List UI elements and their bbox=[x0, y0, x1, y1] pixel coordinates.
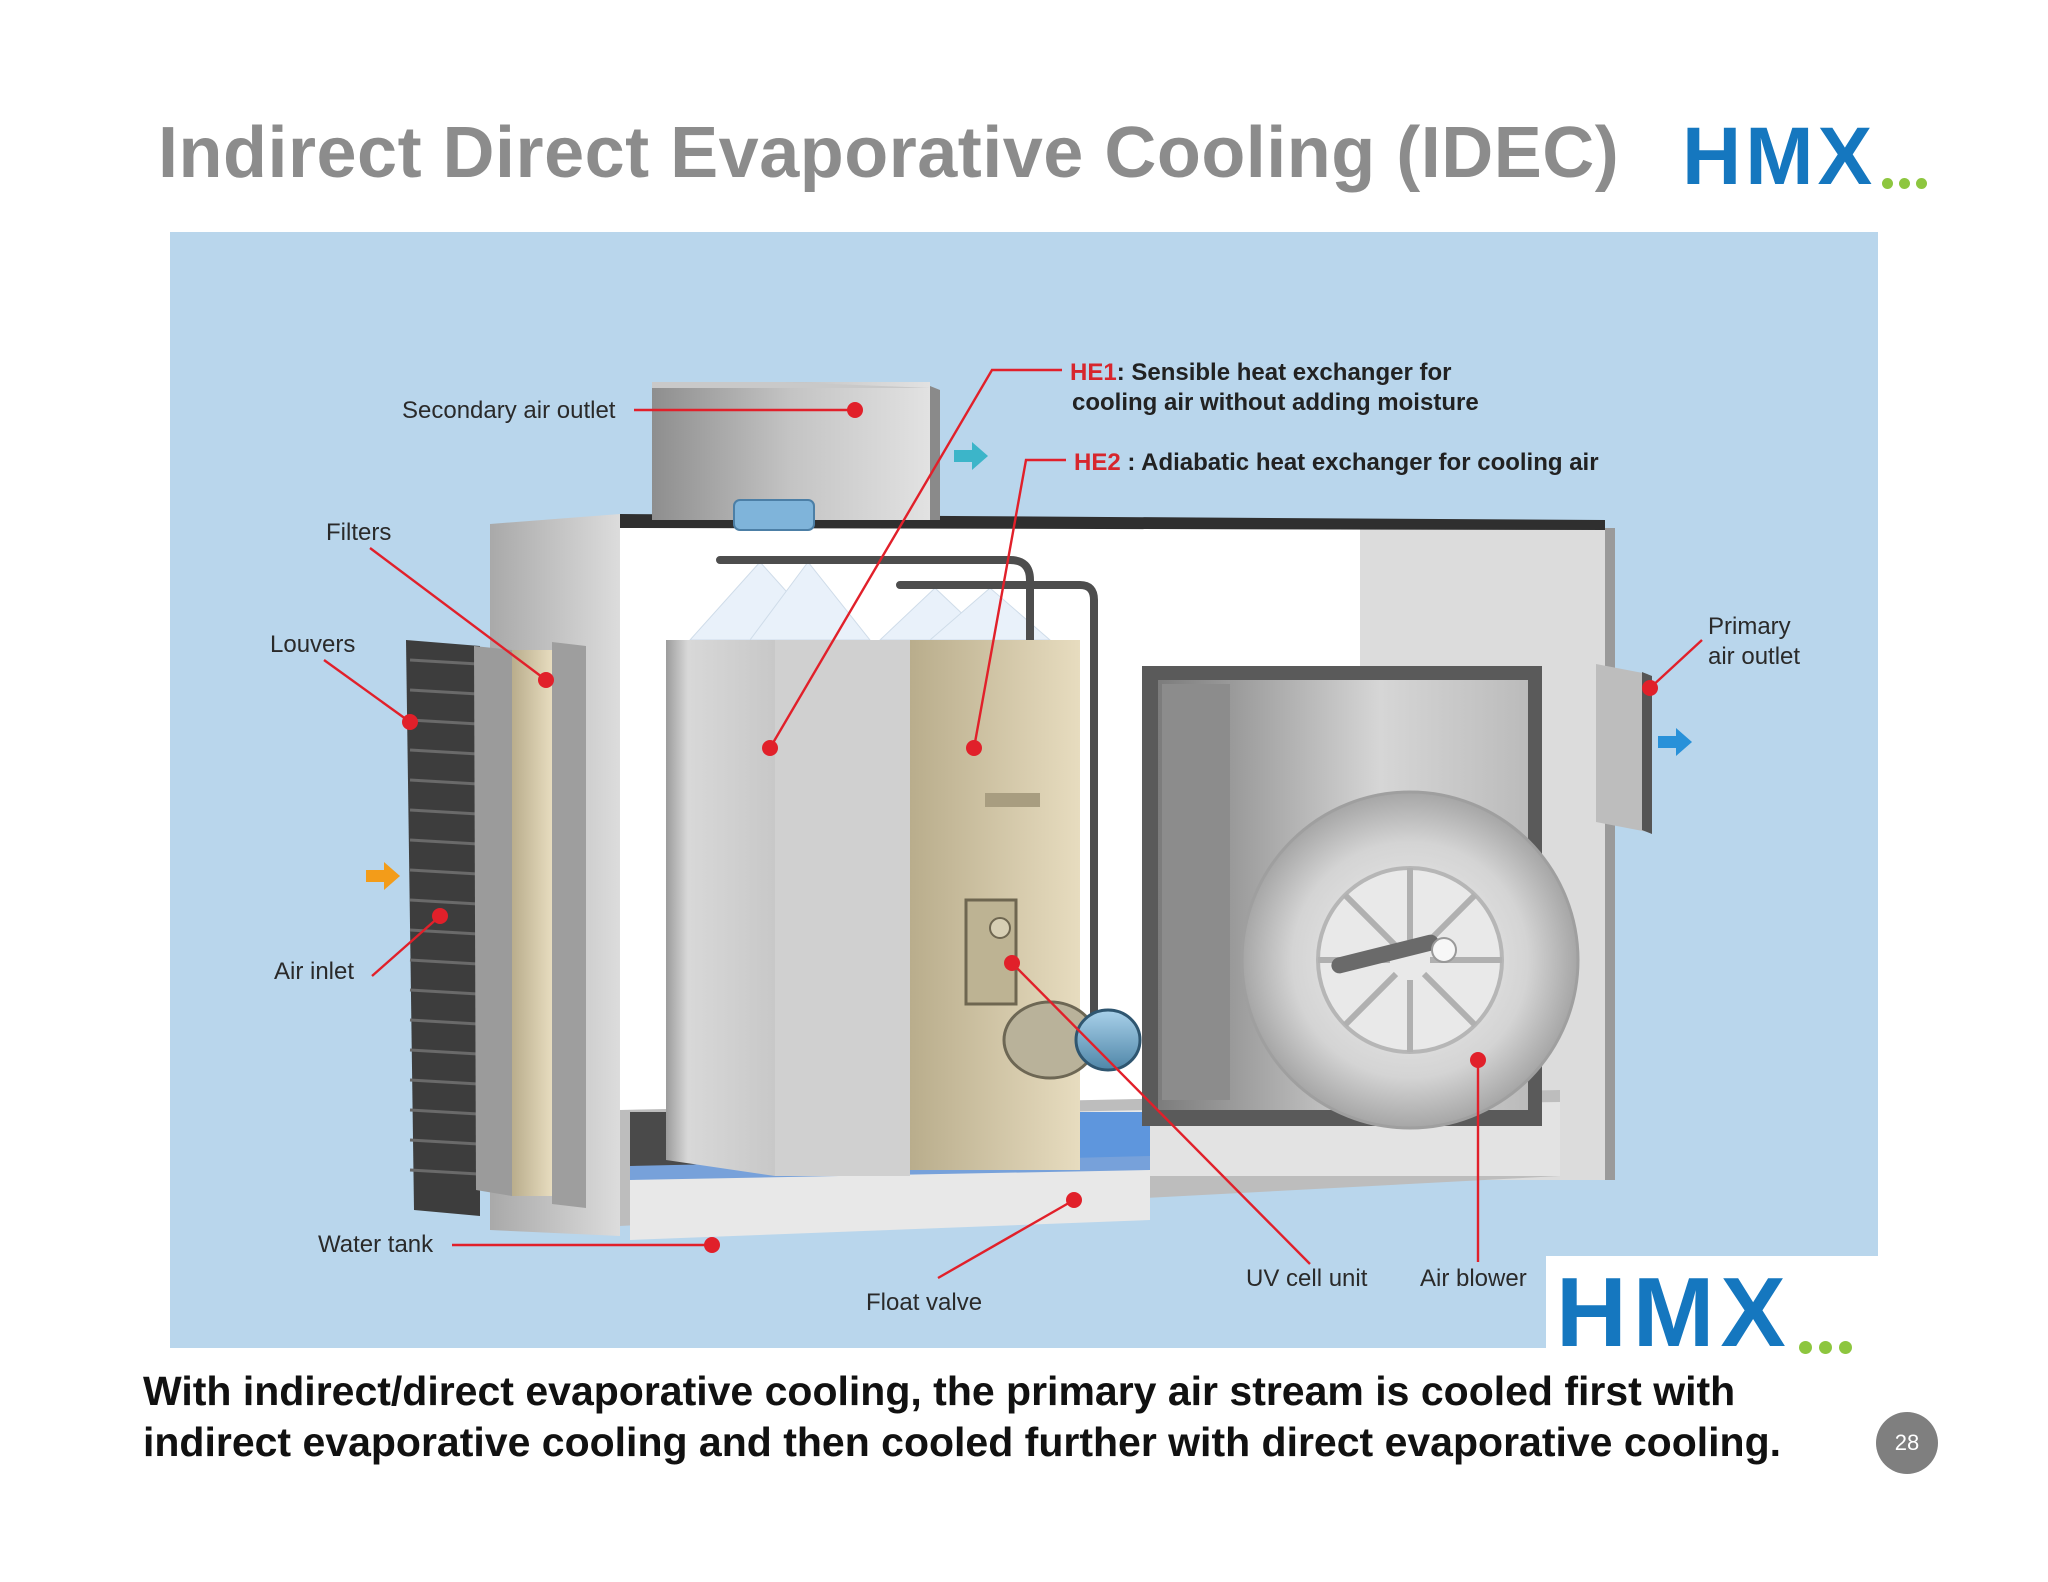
label-he1-line2: cooling air without adding moisture bbox=[1072, 389, 1479, 416]
label-air-inlet: Air inlet bbox=[274, 958, 354, 985]
logo-dots-icon bbox=[1876, 115, 1928, 209]
he1-desc-1: : Sensible heat exchanger for bbox=[1117, 359, 1452, 386]
logo-text: HMX bbox=[1682, 111, 1877, 202]
cyan-arrow-icon bbox=[954, 442, 988, 470]
water-pipes bbox=[716, 556, 1098, 1044]
he2-adiabatic-heat-exchanger bbox=[910, 640, 1080, 1170]
label-filters: Filters bbox=[326, 519, 391, 546]
label-louvers: Louvers bbox=[270, 631, 355, 658]
orange-arrow-icon bbox=[366, 862, 400, 890]
label-he2: HE2 : Adiabatic heat exchanger for cooli… bbox=[1074, 449, 1599, 476]
slide-title: Indirect Direct Evaporative Cooling (IDE… bbox=[158, 113, 1620, 193]
blue-arrow-icon bbox=[1658, 728, 1692, 756]
he1-sensible-heat-exchanger bbox=[666, 640, 910, 1176]
hmx-logo-large: HMX bbox=[1556, 1256, 1852, 1377]
callout-dots bbox=[402, 402, 1658, 1253]
label-air-blower: Air blower bbox=[1420, 1265, 1527, 1292]
label-secondary-air-outlet: Secondary air outlet bbox=[402, 397, 616, 424]
logo-text-large: HMX bbox=[1556, 1257, 1792, 1367]
he2-tag: HE2 bbox=[1074, 449, 1121, 476]
label-water-tank: Water tank bbox=[318, 1231, 434, 1258]
he1-tag: HE1 bbox=[1070, 359, 1117, 386]
label-he1-line1: HE1: Sensible heat exchanger for bbox=[1070, 359, 1451, 386]
label-primary-air-outlet-line2: air outlet bbox=[1708, 643, 1800, 670]
hmx-logo: HMX bbox=[1682, 110, 1928, 209]
airflow-arrows bbox=[366, 442, 1692, 890]
caption-line-1: With indirect/direct evaporative cooling… bbox=[143, 1368, 1736, 1414]
logo-dots-icon bbox=[1792, 1264, 1852, 1377]
louvers bbox=[406, 640, 480, 1216]
page-number-badge: 28 bbox=[1876, 1412, 1938, 1474]
air-blower-unit bbox=[1142, 664, 1652, 1130]
label-float-valve: Float valve bbox=[866, 1289, 982, 1316]
filters bbox=[474, 642, 586, 1208]
he2-desc: : Adiabatic heat exchanger for cooling a… bbox=[1121, 449, 1599, 476]
callout-lines bbox=[323, 368, 1703, 1280]
label-uv-cell-unit: UV cell unit bbox=[1246, 1265, 1368, 1292]
label-primary-air-outlet-line1: Primary bbox=[1708, 613, 1791, 640]
caption-line-2: indirect evaporative cooling and then co… bbox=[143, 1419, 1782, 1465]
slide-caption: With indirect/direct evaporative cooling… bbox=[143, 1366, 1863, 1468]
